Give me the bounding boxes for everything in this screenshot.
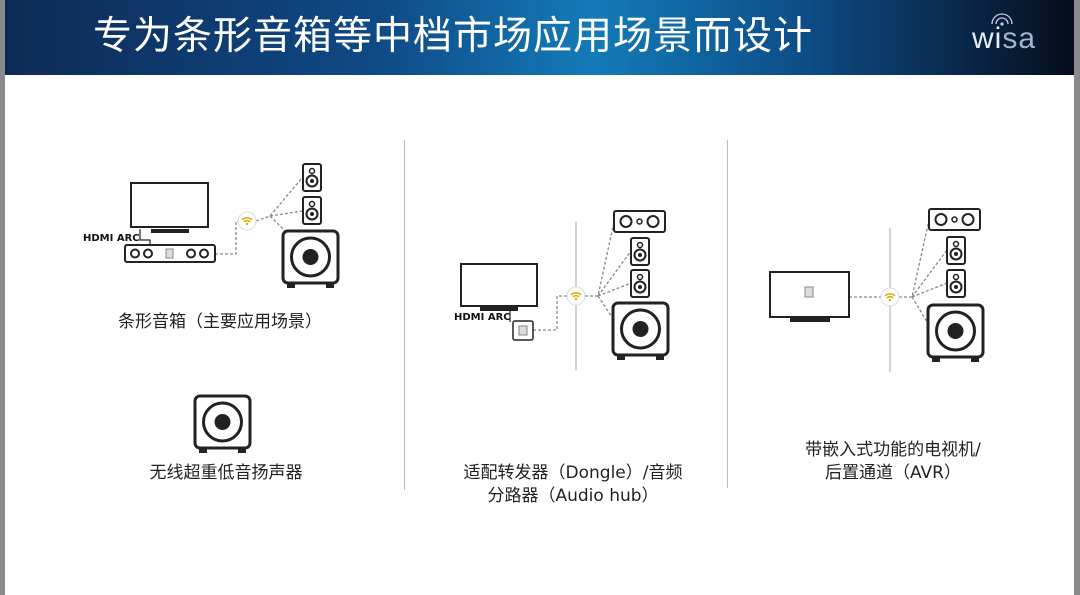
hdmi-arc-label: HDMI ARC: [454, 312, 511, 323]
caption-soundbar: 条形音箱（主要应用场景）: [118, 312, 322, 332]
caption-dongle: 适配转发器（Dongle）/音频 分路器（Audio hub）: [413, 462, 733, 508]
wisa-signal-icon: [991, 13, 1013, 26]
caption-subwoofer: 无线超重低音扬声器: [149, 463, 303, 483]
caption-line: 分路器（Audio hub）: [487, 486, 659, 506]
wifi-icon: [237, 211, 257, 231]
wifi-icon: [566, 286, 586, 306]
panel-divider: [404, 140, 405, 490]
caption-line: 后置通道（AVR）: [825, 463, 961, 483]
slide-frame-left: [0, 0, 5, 595]
logo-text-tail: sa: [1002, 22, 1037, 55]
speaker-icon: [630, 237, 650, 266]
tv-icon: [130, 182, 209, 233]
tv-icon: [769, 271, 850, 322]
subwoofer-icon: [281, 229, 340, 290]
panel-embedded-tv-diagram: [769, 208, 985, 364]
center-speaker-icon: [928, 208, 981, 231]
logo-text: wi: [972, 22, 1003, 55]
speaker-icon: [302, 163, 322, 192]
panel-soundbar-diagram: HDMI ARC: [83, 163, 340, 290]
slide-frame-right: [1074, 0, 1080, 595]
speaker-icon: [302, 196, 322, 225]
caption-embedded-tv: 带嵌入式功能的电视机/ 后置通道（AVR）: [733, 439, 1053, 485]
tv-icon: [460, 263, 538, 311]
caption-line: 带嵌入式功能的电视机/: [805, 440, 981, 460]
subwoofer-icon: [926, 303, 985, 364]
speaker-icon: [946, 236, 966, 265]
subwoofer-icon: [193, 394, 252, 455]
center-speaker-icon: [613, 210, 666, 233]
panel-subwoofer-diagram: [193, 394, 252, 455]
soundbar-icon: [124, 244, 216, 263]
panel-divider: [727, 140, 728, 488]
subwoofer-icon: [611, 301, 670, 362]
speaker-icon: [630, 269, 650, 298]
slide-title: 专为条形音箱等中档市场应用场景而设计: [93, 14, 814, 59]
speaker-icon: [946, 269, 966, 298]
slide-header: 专为条形音箱等中档市场应用场景而设计: [5, 0, 1074, 75]
dongle-icon: [512, 320, 534, 341]
hdmi-arc-label: HDMI ARC: [83, 233, 140, 244]
caption-line: 适配转发器（Dongle）/音频: [463, 463, 683, 483]
wisa-logo: wisa: [972, 22, 1036, 56]
wifi-icon: [880, 287, 900, 307]
panel-dongle-diagram: HDMI ARC: [454, 210, 670, 362]
